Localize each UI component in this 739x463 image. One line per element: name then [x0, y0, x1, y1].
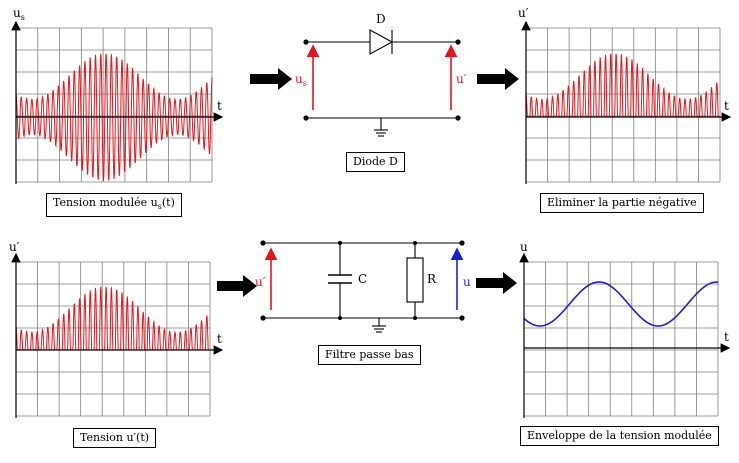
y-axis-label: us [13, 6, 25, 22]
grid [523, 261, 719, 417]
grid [15, 27, 213, 183]
flow-arrow-icon [250, 68, 292, 90]
flow-arrows [217, 68, 519, 297]
x-axis-label: t [217, 332, 222, 346]
terminal-dot [303, 39, 309, 45]
y-axis-label: u′ [9, 240, 20, 254]
caption-filter: Filtre passe bas [318, 345, 421, 365]
plot-u-prime: u′ t [9, 240, 224, 418]
output-voltage-label: u′ [456, 72, 467, 86]
diode-icon [369, 29, 394, 55]
capacitor-label: C [358, 272, 367, 286]
y-axis-label: u [520, 240, 528, 254]
input-voltage-label: us [295, 72, 307, 88]
junction-dot [338, 241, 342, 245]
diode-circuit [306, 29, 458, 137]
signal-path [15, 53, 213, 181]
signal-path [525, 53, 720, 118]
junction-dot [413, 241, 417, 245]
diode-terminals [303, 39, 461, 121]
terminal-dot [455, 39, 461, 45]
signal-path [15, 286, 210, 351]
flow-arrow-icon [477, 68, 519, 90]
flow-arrow-icon [476, 272, 517, 294]
terminal-dot [459, 315, 465, 321]
input-voltage-label: u′ [255, 275, 266, 289]
modulated-signal-trace [15, 53, 213, 181]
output-voltage-label: u [463, 275, 471, 289]
plot-modulated-voltage: us t [11, 6, 224, 184]
caption-u-prime: Tension u′(t) [73, 428, 157, 448]
caption-diode: Diode D [346, 152, 405, 172]
x-axis-label: t [724, 330, 729, 344]
filter-circuit [263, 242, 462, 333]
rectified-signal-trace [525, 53, 720, 118]
caption-envelope: Enveloppe de la tension modulée [520, 426, 719, 446]
y-axis-label: u′ [518, 6, 529, 20]
envelope-trace [523, 281, 719, 327]
plot-rectified-voltage: u′ t [518, 6, 732, 184]
resistor-label: R [427, 272, 437, 286]
resistor-icon [406, 257, 424, 303]
x-axis-label: t [724, 99, 729, 113]
plot-envelope: u t [519, 240, 731, 418]
terminal-dot [260, 240, 266, 246]
flow-arrow-icon [217, 275, 257, 297]
caption-rectified: Eliminer la partie négative [540, 193, 704, 213]
caption-modulated-voltage: Tension modulée us(t) [46, 193, 182, 218]
terminal-dot [455, 115, 461, 121]
rectified-signal-trace [15, 286, 210, 351]
terminal-dot [303, 115, 309, 121]
x-axis-label: t [217, 99, 222, 113]
terminal-dot [260, 315, 266, 321]
terminal-dot [459, 240, 465, 246]
filter-terminals [260, 240, 465, 321]
junction-dot [413, 316, 417, 320]
diode-label: D [376, 12, 386, 26]
junction-dot [338, 316, 342, 320]
